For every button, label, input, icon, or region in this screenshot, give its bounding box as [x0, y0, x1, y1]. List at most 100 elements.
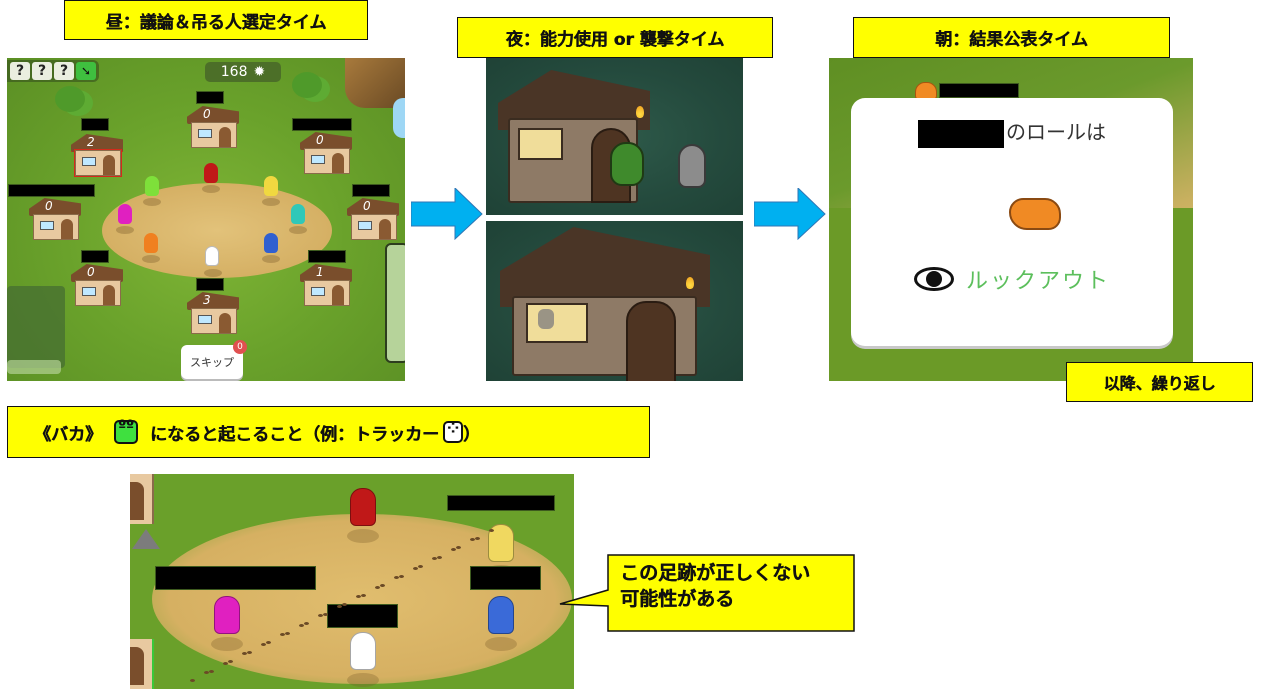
- footprint-mark: [475, 536, 480, 540]
- footprint-mark: [337, 604, 342, 608]
- redacted-name: [155, 566, 316, 590]
- callout-line: 可能性がある: [620, 588, 735, 610]
- arrow-right-icon: [411, 188, 483, 240]
- unknown-role-chip[interactable]: ?: [32, 62, 52, 80]
- house-selected[interactable]: 2: [71, 134, 123, 177]
- redacted-name: [81, 250, 109, 263]
- role-reveal-card: のロールは ルックアウト: [851, 98, 1173, 346]
- footprint-mark: [470, 538, 475, 541]
- vote-count: 3: [203, 293, 211, 307]
- footprint-mark: [228, 660, 233, 663]
- role-name: ルックアウト: [965, 269, 1110, 294]
- baka-close: ）: [463, 424, 480, 445]
- house[interactable]: 0: [347, 198, 399, 240]
- torch-icon: [636, 106, 644, 118]
- footprint-mark: [437, 555, 442, 559]
- house: [130, 639, 154, 689]
- gun-icon[interactable]: ➘: [76, 62, 96, 80]
- role-name-row: ルックアウト: [851, 263, 1173, 295]
- callout-text: この足跡が正しくない 可能性がある: [620, 560, 810, 612]
- redacted-name: [81, 118, 109, 131]
- redacted-name: [447, 495, 555, 511]
- footprint-mark: [356, 595, 361, 598]
- player-blue: [485, 596, 517, 651]
- skip-count-badge: 0: [233, 340, 247, 354]
- chat-input[interactable]: [7, 360, 61, 374]
- footprint-mark: [247, 650, 252, 654]
- lit-window: [526, 303, 588, 343]
- green-player: [610, 142, 644, 186]
- house[interactable]: 0: [300, 132, 352, 174]
- vote-count: 0: [87, 265, 95, 279]
- player-orange[interactable]: [142, 233, 160, 263]
- role-reveal-text: のロールは: [1006, 120, 1106, 144]
- player-green[interactable]: [143, 176, 161, 206]
- sleeping-player-icon: [1009, 198, 1061, 230]
- tree-icon: [55, 86, 85, 112]
- footprint-mark: [285, 631, 290, 635]
- house[interactable]: 0: [71, 264, 123, 306]
- tracker-example-screenshot: [130, 474, 574, 689]
- grey-player: [678, 144, 706, 188]
- side-panel[interactable]: [385, 243, 405, 363]
- player-blue[interactable]: [262, 233, 280, 263]
- chat-panel[interactable]: [7, 286, 65, 368]
- redacted-name: [292, 118, 352, 131]
- skip-button[interactable]: スキップ: [181, 345, 243, 379]
- player-red: [347, 488, 379, 543]
- repeat-label: 以降、繰り返し: [1066, 362, 1253, 402]
- footprint-mark: [299, 623, 304, 627]
- footprint-mark: [451, 547, 456, 551]
- redacted-name: [327, 604, 398, 628]
- redacted-name: [196, 278, 224, 291]
- footprint-mark: [342, 603, 347, 606]
- sun-icon: ✹: [253, 64, 266, 80]
- day-phase-label: 昼：議論＆吊る人選定タイム: [64, 0, 368, 40]
- vote-count: 2: [87, 135, 95, 149]
- footprint-mark: [190, 679, 195, 682]
- player-silhouette: [538, 309, 554, 329]
- house[interactable]: 1: [300, 264, 352, 306]
- player-red[interactable]: [202, 163, 220, 193]
- player-yellow[interactable]: [262, 176, 280, 206]
- player-white[interactable]: [204, 246, 222, 277]
- vote-count: 0: [316, 133, 324, 147]
- redacted-name: [352, 184, 390, 197]
- house[interactable]: 0: [187, 106, 239, 148]
- redacted-name: [8, 184, 95, 197]
- footprint-mark: [266, 641, 271, 644]
- night-phase-label: 夜：能力使用 or 襲撃タイム: [457, 17, 773, 58]
- footprint-mark: [413, 566, 418, 570]
- unknown-role-chip[interactable]: ?: [10, 62, 30, 80]
- redacted-name: [470, 566, 541, 590]
- morning-result-screenshot: のロールは ルックアウト: [829, 58, 1193, 381]
- morning-phase-label: 朝：結果公表タイム: [853, 17, 1170, 58]
- lit-window: [518, 128, 563, 160]
- role-reveal-title: のロールは: [851, 116, 1173, 148]
- footprint-mark: [204, 671, 209, 674]
- footprint-mark: [380, 584, 385, 587]
- callout-line: この足跡が正しくない: [620, 562, 811, 584]
- timer-value: 168: [220, 64, 248, 80]
- day-screenshot: ? ? ? ➘ 168 ✹ 0 2 0 0 0 0 1 3 スキップ 0: [7, 58, 405, 381]
- house[interactable]: 0: [29, 198, 81, 240]
- night-ability-screenshot: [486, 58, 743, 215]
- house[interactable]: 3: [187, 292, 239, 334]
- day-timer: 168 ✹: [205, 62, 281, 82]
- unknown-role-chip[interactable]: ?: [54, 62, 74, 80]
- house-door: [626, 301, 676, 381]
- player-white: [347, 632, 379, 687]
- footprint-mark: [489, 528, 494, 532]
- footprint-mark: [432, 557, 437, 560]
- house: [130, 474, 154, 524]
- footprint-mark: [394, 576, 399, 579]
- redacted-name: [939, 83, 1019, 98]
- rock-decoration: [132, 529, 160, 549]
- player-magenta[interactable]: [116, 204, 134, 234]
- footprint-mark: [242, 652, 247, 655]
- arrow-right-icon: [754, 188, 826, 240]
- player-cyan[interactable]: [289, 204, 307, 234]
- player-magenta: [211, 596, 243, 651]
- footprint-mark: [304, 622, 309, 625]
- redacted-name: [918, 119, 1004, 148]
